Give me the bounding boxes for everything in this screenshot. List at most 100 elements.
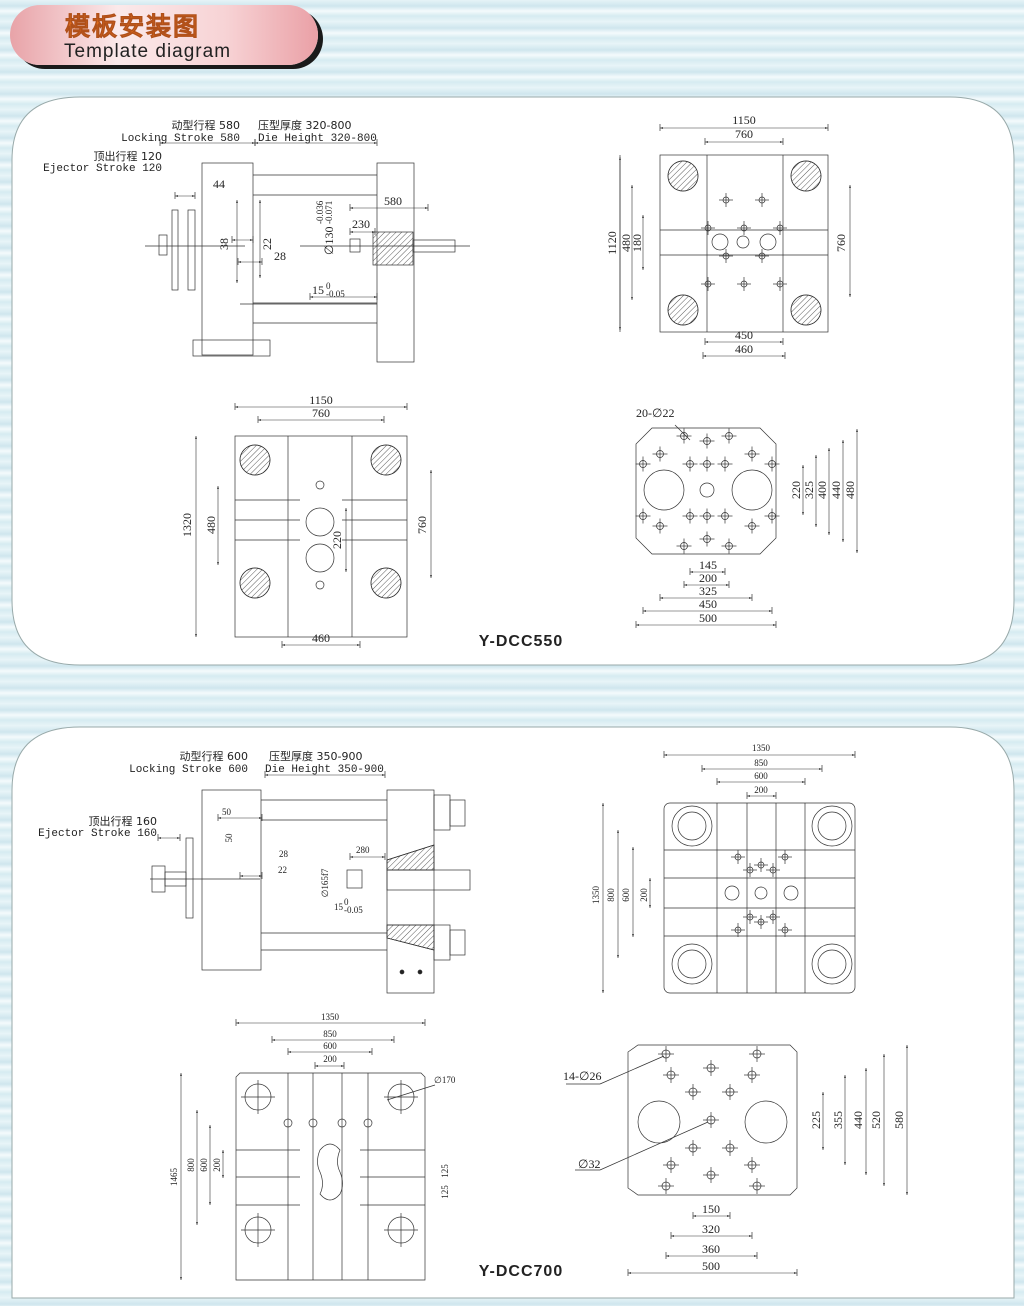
tie-bar-hole xyxy=(811,943,853,985)
offset-tol-upper: 0 xyxy=(344,897,349,907)
dim-145: 145 xyxy=(699,558,717,572)
dim-480: 480 xyxy=(843,481,857,499)
dim-tie-v: 760 xyxy=(415,516,429,534)
fixed-platen-front xyxy=(659,154,829,333)
model-name-dcc700: Y-DCC700 xyxy=(479,1263,563,1280)
bolt-pattern-plate xyxy=(627,1044,798,1196)
dim-125a: 125 xyxy=(440,1164,450,1178)
ejector-hole xyxy=(308,1118,318,1128)
dim-800: 800 xyxy=(606,888,616,902)
dim-28: 28 xyxy=(274,249,286,263)
dim-280: 280 xyxy=(356,845,370,855)
dim-220: 220 xyxy=(789,481,803,499)
ejector-hole xyxy=(315,580,325,590)
leader xyxy=(599,1121,709,1171)
tie-bar-hole xyxy=(817,811,847,841)
tie-bar-hole xyxy=(370,567,402,599)
dim-480: 480 xyxy=(204,516,218,534)
ejector-stroke-cn: 顶出行程 120 xyxy=(94,149,163,163)
hatch xyxy=(386,924,435,951)
side-view-dcc700: 动型行程 600 Locking Stroke 600 压型厚度 350-900… xyxy=(38,749,384,915)
tie-bar-hole xyxy=(671,943,713,985)
locating-ring xyxy=(711,233,729,251)
ejector-hole xyxy=(305,507,335,537)
holes-label: 14-∅26 xyxy=(563,1069,601,1083)
locking-stroke-en: Locking Stroke 580 xyxy=(121,133,240,145)
sprue-bush xyxy=(386,869,471,891)
dim-850: 850 xyxy=(754,758,768,768)
dim-28: 28 xyxy=(279,849,289,859)
center-hole xyxy=(736,235,750,249)
dim-600: 600 xyxy=(323,1041,337,1051)
locating-ring xyxy=(783,885,799,901)
diameter-130: ∅130 xyxy=(322,227,336,255)
dim-width: 1150 xyxy=(732,113,756,127)
tie-bar-hole xyxy=(667,160,699,192)
offset-15: 15 xyxy=(312,283,324,297)
dim-50b: 50 xyxy=(224,833,234,843)
dim-200: 200 xyxy=(323,1054,337,1064)
dim-v600: 600 xyxy=(621,888,631,902)
side-view-dcc550: 动型行程 580 Locking Stroke 580 压型厚度 320-800… xyxy=(43,118,402,299)
dim-50a: 50 xyxy=(222,807,232,817)
tie-bar-hole xyxy=(790,294,822,326)
dim-1465: 1465 xyxy=(169,1168,179,1187)
end-cap xyxy=(449,799,466,827)
front-view-dcc700: 1350 850 600 200 1350 800 600 200 xyxy=(591,743,771,904)
offset-tol-lower: -0.05 xyxy=(344,905,363,915)
tie-bar-clearance xyxy=(731,469,773,511)
tie-bar-hole xyxy=(667,294,699,326)
dim-125b: 125 xyxy=(440,1185,450,1199)
dim-480: 480 xyxy=(619,234,633,252)
ejector-stroke-cn: 顶出行程 160 xyxy=(89,814,158,828)
dim-225: 225 xyxy=(809,1111,823,1129)
dim-800: 800 xyxy=(186,1158,196,1172)
bolt-pattern-dcc550: 20-∅22 220 325 400 440 480 145 200 325 4… xyxy=(636,406,857,625)
tie-bar-hole xyxy=(239,444,271,476)
bolt-pattern-dcc700: 14-∅26 ∅32 225 355 440 520 580 150 320 3… xyxy=(563,1069,906,1273)
dim-580: 580 xyxy=(892,1111,906,1129)
dim-v200: 200 xyxy=(212,1158,222,1172)
dim-450: 450 xyxy=(735,328,753,342)
panel-dcc550 xyxy=(11,96,1015,666)
dim-450: 450 xyxy=(699,597,717,611)
header-banner: 模板安装图 Template diagram xyxy=(10,5,318,65)
moving-platen xyxy=(201,162,254,356)
dim-1350: 1350 xyxy=(321,1012,340,1022)
leader xyxy=(674,424,691,441)
bolt-pattern-plate xyxy=(635,427,777,555)
die-height-cn: 压型厚度 320-800 xyxy=(258,118,351,132)
header-title-cn: 模板安装图 xyxy=(65,12,201,42)
dim-580: 580 xyxy=(384,194,402,208)
dim-360: 360 xyxy=(702,1242,720,1256)
dim-38: 38 xyxy=(217,238,231,250)
bush xyxy=(349,238,361,253)
locating-ring xyxy=(724,885,740,901)
dim-h1350: 1350 xyxy=(591,886,601,905)
drawing-geometry xyxy=(145,124,908,1281)
fixed-platen xyxy=(386,789,435,994)
center-hole xyxy=(699,482,715,498)
offset-15: 15 xyxy=(334,902,344,912)
center-hole-label: ∅32 xyxy=(578,1157,600,1171)
dim-width: 1150 xyxy=(309,393,333,407)
moving-platen-front xyxy=(234,435,408,638)
diameter-165f7: ∅165f7 xyxy=(320,868,330,897)
offset-tol-upper: 0 xyxy=(326,281,331,291)
tie-bar-hole xyxy=(677,949,707,979)
dim-320: 320 xyxy=(702,1222,720,1236)
dim-440: 440 xyxy=(851,1111,865,1129)
tie-bar-clearance xyxy=(637,1100,681,1144)
locking-stroke-cn: 动型行程 600 xyxy=(180,749,249,763)
dim-22: 22 xyxy=(278,865,287,875)
ejector-slot xyxy=(317,1143,343,1201)
fixed-platen-front xyxy=(663,802,856,994)
panel-dcc700 xyxy=(11,726,1015,1299)
dim-200: 200 xyxy=(699,571,717,585)
tie-bar-hole xyxy=(790,160,822,192)
dim-325: 325 xyxy=(802,481,816,499)
dim-v600: 600 xyxy=(199,1158,209,1172)
diameter-dim: ∅130 -0.036 -0.071 xyxy=(315,200,336,255)
dim-180: 180 xyxy=(630,234,644,252)
